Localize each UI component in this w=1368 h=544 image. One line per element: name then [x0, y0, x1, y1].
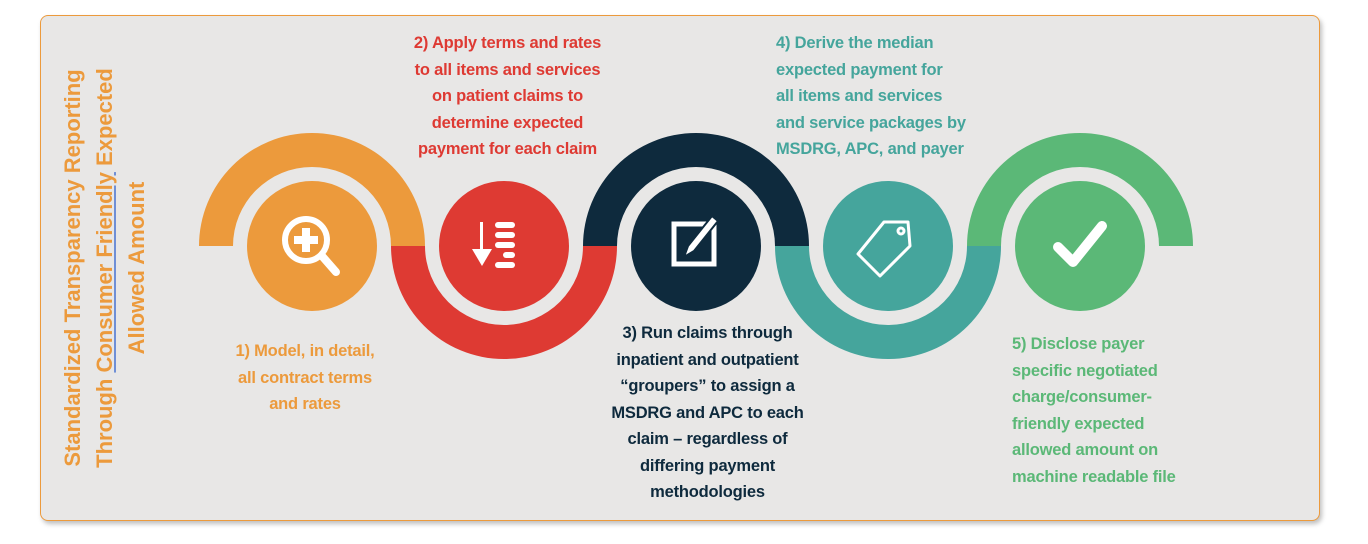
step-1-line: 1) Model, in detail, — [235, 342, 375, 360]
step-1-circle — [247, 181, 377, 311]
navy-arc — [583, 133, 809, 246]
step-3-line: methodologies — [650, 483, 765, 501]
step-3-line: differing payment — [639, 456, 776, 475]
step-1-line: and rates — [269, 395, 341, 413]
step-2-line: to all items and services — [414, 60, 601, 79]
step-4-line: and service packages by — [776, 113, 966, 132]
step-3-line: MSDRG and APC to each — [611, 403, 804, 422]
step-2-text: 2) Apply terms and rates to all items an… — [385, 30, 630, 163]
step-5-line: specific negotiated — [1012, 361, 1158, 380]
magnify-plus-icon — [282, 216, 340, 276]
step-4-line: expected payment for — [776, 60, 943, 79]
step-2-line: payment for each claim — [417, 140, 597, 158]
edit-square-icon — [671, 214, 720, 267]
step-4-line: 4) Derive the median — [776, 34, 934, 52]
orange-arc — [199, 133, 425, 246]
step-5-text: 5) Disclose payer specific negotiated ch… — [1012, 331, 1232, 490]
sort-down-list-icon — [472, 222, 515, 268]
step-2-line: 2) Apply terms and rates — [413, 34, 602, 52]
step-2-line: on patient claims to — [432, 87, 583, 105]
step-5-line: friendly expected — [1012, 414, 1145, 433]
green-arc — [967, 133, 1193, 246]
step-1-line: all contract terms — [238, 368, 372, 387]
step-1-text: 1) Model, in detail, all contract terms … — [205, 338, 405, 418]
step-5-line: allowed amount on — [1012, 441, 1159, 459]
step-4-line: all items and services — [776, 87, 943, 105]
step-4-circle — [823, 181, 953, 311]
teal-arc — [775, 246, 1001, 359]
red-arc — [391, 246, 617, 359]
step-2-line: determine expected — [431, 113, 584, 132]
step-5-line: charge/consumer- — [1012, 388, 1152, 406]
price-tag-icon — [856, 220, 912, 278]
step-4-line: MSDRG, APC, and payer — [776, 140, 964, 158]
step-3-line: inpatient and outpatient — [616, 350, 799, 369]
checkmark-icon — [1053, 221, 1107, 267]
step-3-line: claim – regardless of — [627, 430, 788, 448]
step-4-text: 4) Derive the median expected payment fo… — [776, 30, 1016, 163]
step-3-line: 3) Run claims through — [622, 324, 793, 342]
step-3-line: “groupers” to assign a — [620, 377, 795, 395]
step-3-text: 3) Run claims through inpatient and outp… — [590, 320, 825, 506]
step-5-line: 5) Disclose payer — [1012, 335, 1145, 353]
step-5-line: machine readable file — [1012, 467, 1176, 486]
